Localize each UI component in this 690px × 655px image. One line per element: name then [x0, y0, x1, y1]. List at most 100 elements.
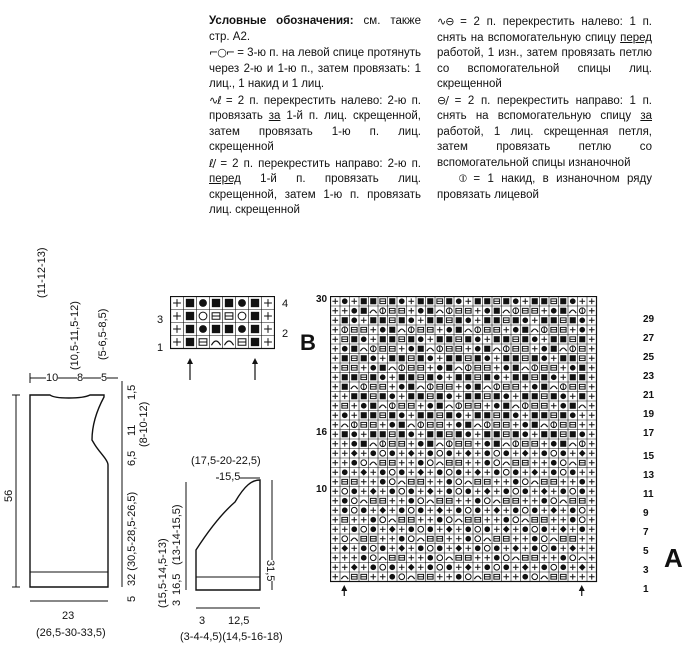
purl-symbol — [211, 298, 221, 308]
chart-a-row-10: 10 — [316, 484, 328, 495]
purl-symbol — [522, 326, 529, 333]
purl-symbol — [560, 336, 567, 343]
twisted-symbol — [379, 307, 387, 315]
purl-symbol — [250, 337, 260, 347]
cross-symbol — [350, 537, 359, 542]
purl-symbol — [503, 298, 510, 305]
filled-dot-symbol — [455, 298, 462, 305]
purl-symbol — [474, 412, 481, 419]
filled-dot-symbol — [512, 469, 519, 476]
purl-symbol — [446, 355, 453, 362]
chart-b-grid — [170, 296, 275, 380]
diamond-symbol — [407, 563, 415, 571]
chart-a-row-16: 16 — [316, 427, 328, 438]
chart-a-row-3: 3 — [643, 564, 649, 576]
purl-symbol — [379, 336, 386, 343]
minus-box-symbol — [350, 478, 358, 485]
purl-symbol — [351, 345, 358, 352]
purl-symbol — [389, 298, 396, 305]
filled-dot-symbol — [351, 307, 358, 314]
cross-symbol — [359, 347, 368, 352]
filled-dot-symbol — [560, 402, 567, 409]
filled-dot-symbol — [474, 507, 481, 514]
filled-dot-symbol — [408, 488, 415, 495]
filled-dot-symbol — [238, 299, 246, 307]
purl-symbol — [541, 431, 548, 438]
legend-item: ∿⊖ = 2 п. перекрестить налево: 1 п. снят… — [437, 15, 652, 90]
purl-symbol — [503, 402, 510, 409]
filled-dot-symbol — [455, 573, 462, 580]
diamond-symbol — [341, 544, 349, 552]
minus-box-symbol — [350, 355, 358, 362]
cross-symbol — [578, 556, 587, 561]
minus-box-symbol — [445, 431, 453, 438]
purl-symbol — [370, 374, 377, 381]
filled-dot-symbol — [417, 507, 424, 514]
filled-dot-symbol — [522, 421, 529, 428]
cross-left-twisted-icon: ∿ℓ — [209, 93, 222, 107]
purl-symbol — [436, 431, 443, 438]
yarn-over-symbol — [379, 449, 387, 457]
filled-dot-symbol — [408, 526, 415, 533]
sleeve-left-sizes-b: (13-14-15,5) — [171, 504, 183, 565]
filled-dot-symbol — [379, 469, 386, 476]
minus-box-symbol — [445, 317, 453, 324]
minus-box-symbol — [398, 440, 406, 447]
minus-box-symbol — [388, 554, 396, 561]
cross-symbol — [540, 575, 549, 580]
purl-symbol — [417, 355, 424, 362]
cross-symbol — [340, 575, 349, 580]
filled-dot-symbol — [199, 325, 207, 333]
diamond-symbol — [417, 468, 425, 476]
minus-box-symbol — [341, 402, 349, 409]
filled-dot-symbol — [560, 564, 567, 571]
minus-box-symbol — [360, 326, 368, 333]
minus-box-symbol — [350, 364, 358, 371]
cross-symbol — [454, 366, 463, 371]
purl-symbol — [531, 298, 538, 305]
diamond-symbol — [578, 563, 586, 571]
filled-dot-symbol — [512, 412, 519, 419]
cross-symbol — [464, 328, 473, 333]
purl-symbol — [579, 364, 586, 371]
filled-dot-symbol — [417, 545, 424, 552]
cross-symbol — [416, 385, 425, 390]
filled-dot-symbol — [455, 507, 462, 514]
diamond-symbol — [464, 449, 472, 457]
filled-dot-symbol — [512, 478, 519, 485]
filled-dot-symbol — [465, 431, 472, 438]
minus-box-symbol — [369, 421, 377, 428]
filled-dot-symbol — [465, 383, 472, 390]
body-top-value-10: 10 — [46, 372, 59, 384]
filled-dot-symbol — [446, 326, 453, 333]
purl-symbol — [541, 317, 548, 324]
filled-dot-symbol — [465, 535, 472, 542]
filled-dot-symbol — [446, 478, 453, 485]
cross-symbol — [388, 366, 397, 371]
filled-dot-symbol — [531, 545, 538, 552]
purl-symbol — [341, 317, 348, 324]
twisted-symbol — [341, 326, 349, 334]
purl-symbol — [427, 298, 434, 305]
yarn-over-symbol — [341, 535, 349, 543]
chart-a-row-7: 7 — [643, 526, 649, 538]
chart-a-row-9: 9 — [643, 507, 649, 519]
filled-dot-symbol — [379, 326, 386, 333]
purl-symbol — [211, 324, 221, 334]
purl-symbol — [398, 317, 405, 324]
purl-symbol — [474, 383, 481, 390]
purl-symbol — [360, 412, 367, 419]
cross-symbol — [445, 556, 454, 561]
purl-symbol — [360, 307, 367, 314]
cross-symbol — [549, 385, 558, 390]
cross-symbol — [559, 347, 568, 352]
body-right-armhole-sizes: (8-10-12) — [138, 401, 150, 447]
cross-symbol — [210, 340, 222, 346]
twisted-symbol — [436, 345, 444, 353]
cross-symbol — [540, 423, 549, 428]
filled-dot-symbol — [341, 412, 348, 419]
diamond-symbol — [474, 468, 482, 476]
twisted-symbol — [474, 326, 482, 334]
twisted-symbol — [407, 326, 415, 334]
chart-a-row-1: 1 — [643, 583, 649, 595]
